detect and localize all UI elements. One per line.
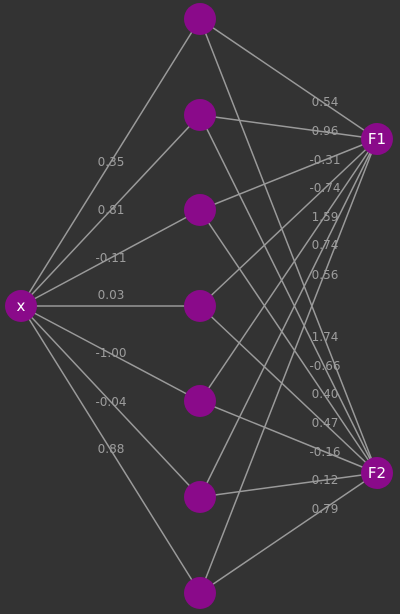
- edge-x-h1: [20, 18, 201, 307]
- weight-label-x-h5: -1.00: [95, 346, 126, 360]
- weight-label-x-h4: 0.03: [98, 288, 125, 302]
- weights-layer: 0.35 0.54 1.74 0.81 0.96 -0.66 -0.11 -0.31 0.40 0…: [95, 95, 340, 516]
- weight-label-x-h6: -0.04: [95, 395, 126, 409]
- edge-x-h5: [20, 305, 201, 402]
- weight-label-x-h3: -0.11: [95, 251, 126, 265]
- edge-h1-f2: [199, 18, 378, 474]
- edge-x-h7: [20, 305, 201, 594]
- weight-label-h7-f2: 0.79: [312, 502, 339, 516]
- hidden-node-1: [184, 3, 216, 35]
- edge-h5-f1: [199, 138, 378, 402]
- weight-label-h5-f1: 1.59: [312, 210, 339, 224]
- weight-label-h1-f1: 0.54: [312, 95, 339, 109]
- edge-h2-f2: [199, 114, 378, 474]
- edge-h4-f2: [199, 305, 378, 474]
- hidden-node-4: [184, 290, 216, 322]
- edge-h3-f2: [199, 209, 378, 474]
- edge-h6-f2: [199, 472, 378, 498]
- hidden-node-7: [184, 577, 216, 609]
- edge-h7-f1: [199, 138, 378, 594]
- weight-label-h5-f2: -0.16: [309, 445, 340, 459]
- edge-h6-f1: [199, 138, 378, 498]
- weight-label-h3-f1: -0.31: [309, 153, 340, 167]
- hidden-node-3: [184, 194, 216, 226]
- weight-label-x-h7: 0.88: [98, 442, 125, 456]
- edge-h2-f1: [199, 114, 378, 140]
- hidden-node-6: [184, 481, 216, 513]
- weight-label-h4-f1: -0.74: [309, 181, 340, 195]
- hidden-node-2: [184, 99, 216, 131]
- edge-h4-f1: [199, 138, 378, 307]
- input-node-x-label: x: [17, 297, 26, 315]
- weight-label-h4-f2: 0.47: [312, 416, 339, 430]
- output-node-f2-label: F2: [368, 464, 386, 482]
- weight-label-h6-f2: 0.12: [312, 473, 339, 487]
- edge-x-h2: [20, 114, 201, 307]
- output-node-f2: [361, 457, 393, 489]
- input-node-x: [5, 290, 37, 322]
- hidden-node-5: [184, 385, 216, 417]
- output-node-f1: [361, 123, 393, 155]
- output-node-f1-label: F1: [368, 130, 386, 148]
- weight-label-h3-f2: 0.40: [312, 387, 339, 401]
- weight-label-h6-f1: 0.74: [312, 238, 339, 252]
- edge-h3-f1: [199, 138, 378, 211]
- edge-h7-f2: [199, 472, 378, 594]
- edge-x-h3: [20, 209, 201, 307]
- weight-label-h2-f2: -0.66: [309, 359, 340, 373]
- weight-label-x-h2: 0.81: [98, 203, 125, 217]
- weight-label-h7-f1: 0.56: [312, 268, 339, 282]
- edge-h5-f2: [199, 400, 378, 474]
- weight-label-h2-f1: 0.96: [312, 124, 339, 138]
- weight-label-h1-f2: 1.74: [312, 330, 339, 344]
- edge-x-h6: [20, 305, 201, 498]
- weight-label-x-h1: 0.35: [98, 155, 125, 169]
- edges-layer: [20, 18, 378, 594]
- edge-h1-f1: [199, 18, 378, 140]
